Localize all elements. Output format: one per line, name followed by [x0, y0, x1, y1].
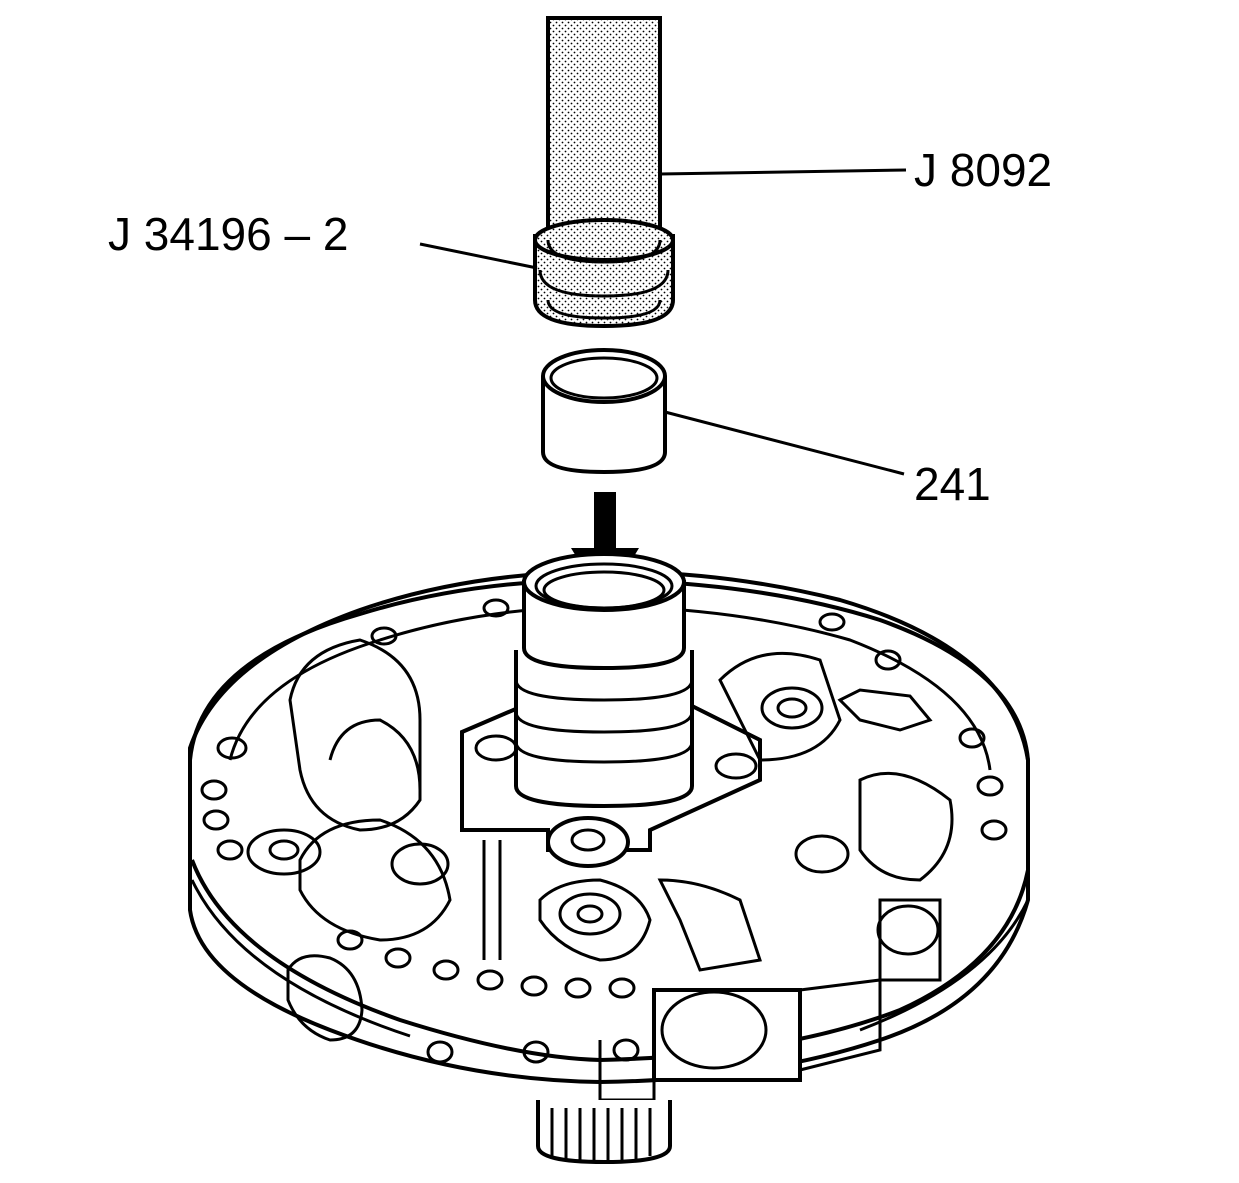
- bushing-241: [541, 348, 667, 475]
- label-j34196-2: J 34196 – 2: [108, 208, 348, 260]
- leader-241: [664, 410, 905, 476]
- splined-shaft: [536, 1100, 672, 1165]
- leader-lines: [419, 168, 907, 476]
- pump-body: [188, 552, 1030, 1165]
- leader-j34196-2: [419, 242, 538, 270]
- stator-shaft-hub: [460, 552, 762, 868]
- installer-head-j34196-2: [533, 218, 675, 329]
- label-j8092: J 8092: [914, 144, 1052, 196]
- bolt-holes: [200, 598, 1008, 1064]
- lower-ports: [286, 954, 882, 1102]
- label-241: 241: [914, 458, 991, 510]
- leader-j8092: [659, 168, 907, 176]
- fluid-passages: [246, 638, 954, 982]
